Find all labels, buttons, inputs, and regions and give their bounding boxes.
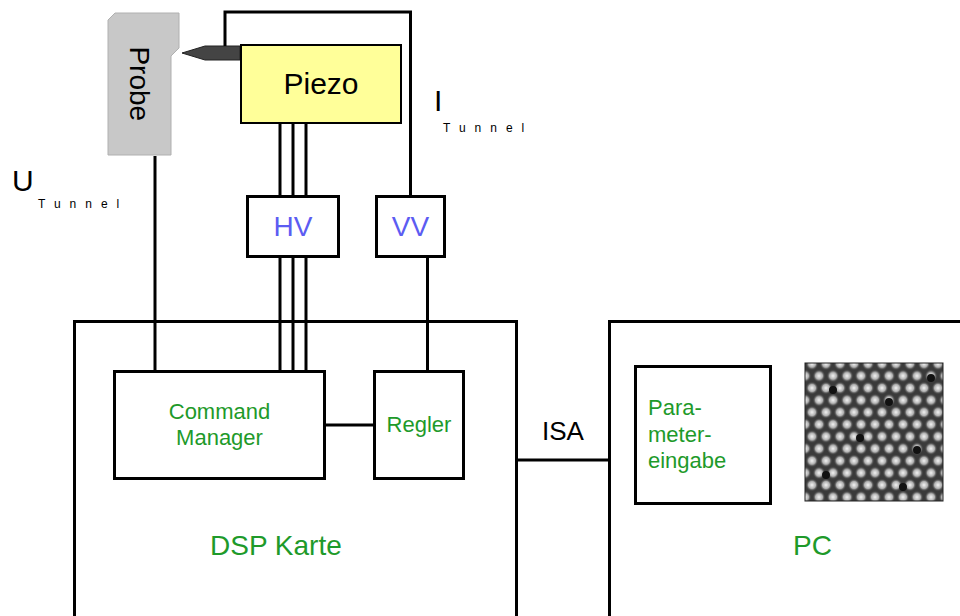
piezo-box: Piezo: [240, 44, 402, 124]
amplifier-box: VV: [375, 195, 446, 258]
stm-defect: [829, 386, 837, 394]
process-box: Regler: [373, 370, 465, 480]
stm-image-ground: [805, 363, 943, 501]
node-label: PC: [793, 529, 832, 563]
process-box: Command Manager: [113, 370, 326, 480]
connector: [292, 258, 295, 370]
connector: [305, 124, 308, 195]
connector: [426, 258, 429, 370]
stm-defect: [885, 398, 893, 406]
computer-box: PC Para- meter- eingabe: [608, 320, 960, 616]
stm-lattice: [805, 363, 943, 501]
sample-shape: [108, 13, 179, 155]
stm-defect: [856, 434, 864, 442]
input-box: Para- meter- eingabe: [634, 365, 772, 505]
connector: [154, 156, 157, 370]
stm-image-frame: [805, 363, 943, 501]
connector: [305, 258, 308, 370]
card-box: DSP Karte Command Manager Regler: [73, 320, 518, 616]
connector: [292, 124, 295, 195]
connector: [225, 12, 411, 195]
connector: [279, 258, 282, 370]
stm-defect: [822, 471, 830, 479]
bus-label: ISA: [542, 418, 584, 444]
stm-tip: [182, 46, 240, 60]
stm-defect: [913, 446, 921, 454]
stm-defect: [927, 374, 935, 382]
connector: [518, 459, 608, 462]
node-label: HV: [274, 210, 313, 244]
signal-name: I: [434, 86, 442, 116]
connector: [279, 124, 282, 195]
signal-name: U: [12, 166, 34, 196]
node-label: Para- meter- eingabe: [648, 395, 758, 474]
stm-defect: [899, 483, 907, 491]
amplifier-box: HV: [246, 195, 340, 258]
signal-subscript: Tunnel: [38, 198, 128, 210]
sample-block: Probe: [107, 12, 180, 156]
signal-subscript: Tunnel: [443, 122, 533, 134]
node-label: Probe: [123, 47, 157, 122]
node-label: Regler: [387, 412, 452, 438]
node-label: Piezo: [283, 66, 358, 102]
node-label: DSP Karte: [210, 529, 342, 563]
stm-image: [805, 363, 943, 501]
node-label: Command Manager: [150, 399, 290, 452]
connector: [326, 424, 373, 427]
node-label: VV: [392, 210, 429, 244]
